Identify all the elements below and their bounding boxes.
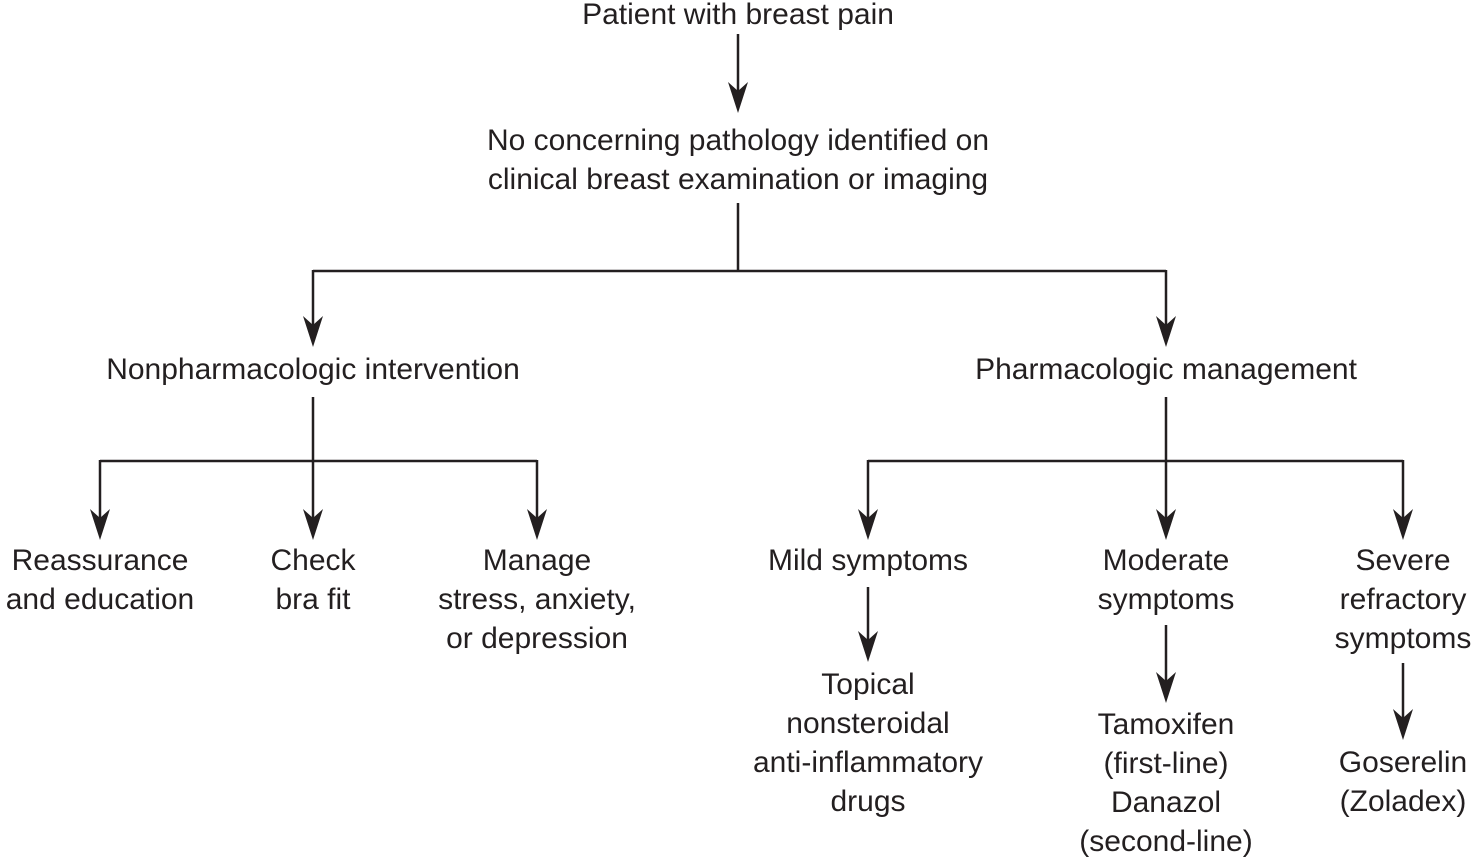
node-moderate-symptoms-line-1: Moderate — [1102, 544, 1230, 577]
node-manage-stress-line-3: or depression — [446, 622, 628, 655]
node-tamoxifen-line-1: Tamoxifen — [1097, 708, 1235, 741]
node-pharmacologic-label: Pharmacologic management — [975, 353, 1357, 386]
arrow-to-mild-symptoms — [858, 460, 878, 540]
node-danazol-line-1: Danazol — [1110, 786, 1222, 819]
arrow-to-pharmacologic — [1156, 270, 1176, 347]
node-no-pathology: No concerning pathology identified on cl… — [487, 121, 989, 199]
arrowhead-icon — [1156, 509, 1176, 540]
node-patient: Patient with breast pain — [582, 0, 894, 34]
node-manage-stress-line-1: Manage — [482, 544, 592, 577]
arrowhead-icon — [527, 509, 547, 540]
arrowhead-icon — [1393, 509, 1413, 540]
arrow-patient-to-no-pathology — [728, 34, 748, 113]
node-goserelin: Goserelin (Zoladex) — [1339, 743, 1467, 821]
node-reassurance: Reassurance and education — [6, 541, 195, 619]
arrowhead-icon — [90, 509, 110, 540]
node-topical-nsaids-line-2: nonsteroidal — [786, 707, 950, 740]
connector-pharmacologic-split — [868, 397, 1403, 518]
node-severe-symptoms-line-2: refractory — [1339, 583, 1467, 616]
arrow-to-manage-stress — [527, 460, 547, 540]
node-severe-symptoms: Severe refractory symptoms — [1335, 541, 1472, 658]
arrowhead-icon — [303, 509, 323, 540]
arrowhead-icon — [728, 82, 748, 113]
node-goserelin-line-1: Goserelin — [1338, 746, 1468, 779]
arrow-severe-to-goserelin — [1393, 663, 1413, 740]
arrow-to-reassurance — [90, 460, 110, 540]
node-no-pathology-line-1: No concerning pathology identified on — [486, 124, 990, 157]
node-moderate-symptoms: Moderate symptoms — [1098, 541, 1235, 619]
arrow-to-moderate-symptoms — [1156, 509, 1176, 540]
node-tamoxifen-line-2: (first-line) — [1103, 747, 1229, 780]
node-severe-symptoms-line-3: symptoms — [1334, 622, 1472, 655]
arrow-to-nonpharmacologic — [303, 270, 323, 347]
arrowhead-icon — [1393, 709, 1413, 740]
node-no-pathology-line-2: clinical breast examination or imaging — [487, 163, 989, 196]
node-severe-symptoms-line-1: Severe — [1355, 544, 1451, 577]
node-danazol-line-2: (second-line) — [1079, 825, 1253, 858]
node-check-bra-fit: Check bra fit — [270, 541, 355, 619]
arrow-moderate-to-tamoxifen — [1156, 625, 1176, 703]
arrowhead-icon — [303, 316, 323, 347]
node-topical-nsaids-line-3: anti-inflammatory — [752, 746, 984, 779]
connector-main-split — [313, 203, 1166, 273]
node-manage-stress-line-2: stress, anxiety, — [438, 583, 636, 616]
node-nonpharmacologic-label: Nonpharmacologic intervention — [106, 353, 520, 386]
node-nonpharmacologic: Nonpharmacologic intervention — [106, 350, 520, 389]
node-pharmacologic: Pharmacologic management — [975, 350, 1357, 389]
node-mild-symptoms-label: Mild symptoms — [767, 544, 969, 577]
node-reassurance-line-1: Reassurance — [11, 544, 189, 577]
node-danazol: Danazol (second-line) — [1079, 783, 1252, 861]
arrow-mild-to-topical-nsaids — [858, 587, 878, 662]
arrowhead-icon — [858, 631, 878, 662]
connector-nonpharmacologic-split — [100, 397, 537, 518]
node-goserelin-line-2: (Zoladex) — [1339, 785, 1467, 818]
node-manage-stress: Manage stress, anxiety, or depression — [438, 541, 636, 658]
node-topical-nsaids-line-4: drugs — [830, 785, 906, 818]
arrow-to-severe-symptoms — [1393, 460, 1413, 540]
arrowhead-icon — [858, 509, 878, 540]
node-topical-nsaids: Topical nonsteroidal anti-inflammatory d… — [753, 665, 983, 821]
node-patient-label: Patient with breast pain — [582, 0, 894, 31]
node-tamoxifen: Tamoxifen (first-line) — [1098, 705, 1235, 783]
arrowhead-icon — [1156, 316, 1176, 347]
node-mild-symptoms: Mild symptoms — [768, 541, 968, 580]
node-reassurance-line-2: and education — [5, 583, 195, 616]
node-check-bra-fit-line-1: Check — [270, 544, 356, 577]
node-moderate-symptoms-line-2: symptoms — [1097, 583, 1235, 616]
node-check-bra-fit-line-2: bra fit — [275, 583, 351, 616]
node-topical-nsaids-line-1: Topical — [821, 668, 915, 701]
arrowhead-icon — [1156, 672, 1176, 703]
arrow-to-check-bra-fit — [303, 509, 323, 540]
